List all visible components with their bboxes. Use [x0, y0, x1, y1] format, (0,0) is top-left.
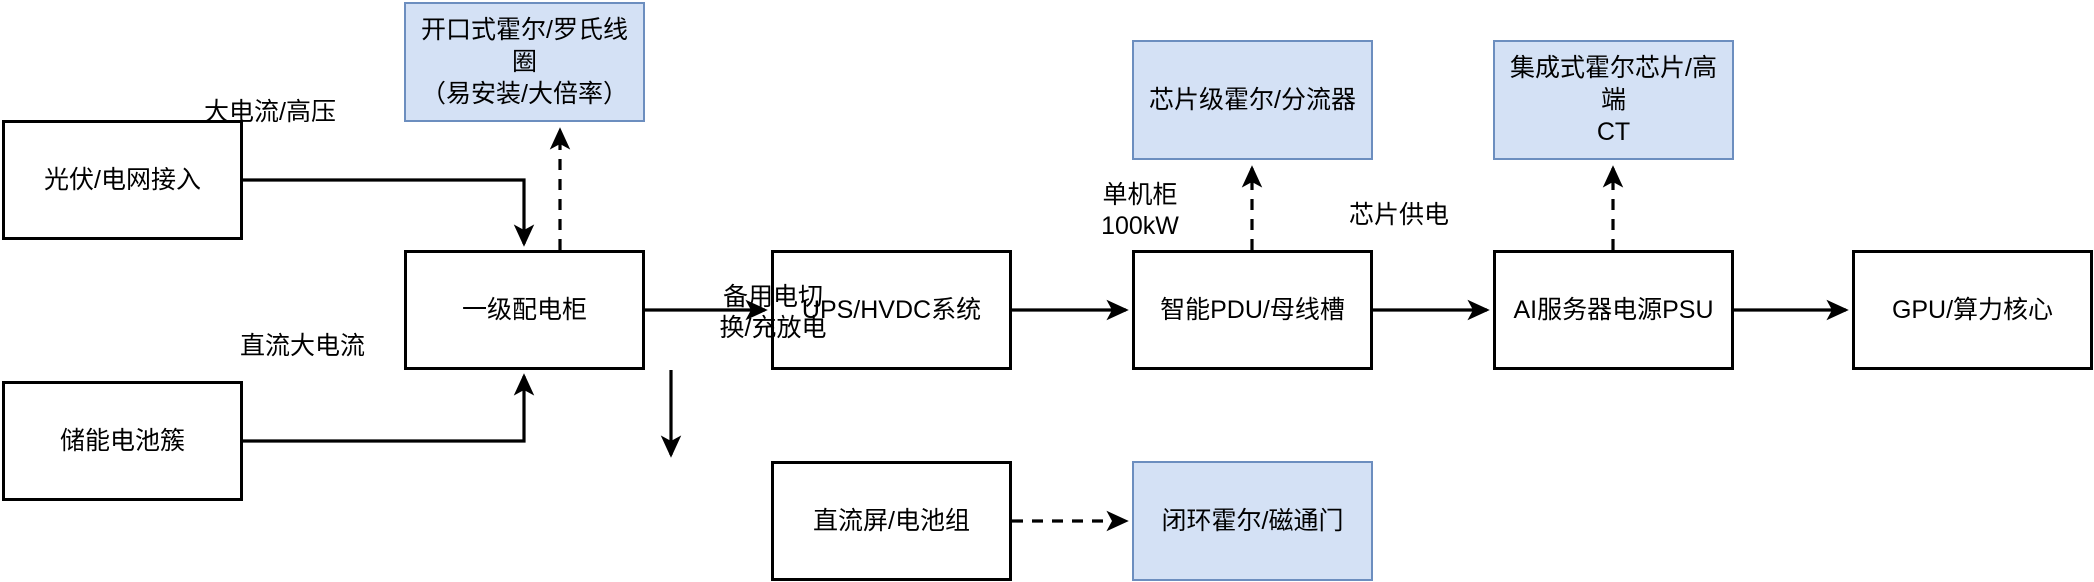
node-dc-panel-battery[interactable]: 直流屏/电池组	[771, 461, 1012, 581]
node-ups-hvdc[interactable]: UPS/HVDC系统	[771, 250, 1012, 370]
node-label: 芯片级霍尔/分流器	[1149, 86, 1356, 114]
edge-label-single-rack-100kw: 单机柜 100kW	[1101, 181, 1179, 240]
node-closed-loop-hall-fluxgate[interactable]: 闭环霍尔/磁通门	[1132, 461, 1373, 581]
node-pv-grid-input[interactable]: 光伏/电网接入	[2, 120, 243, 240]
node-label: 开口式霍尔/罗氏线圈 （易安装/大倍率）	[421, 16, 628, 108]
node-label: GPU/算力核心	[1891, 296, 2054, 324]
node-label: UPS/HVDC系统	[801, 296, 982, 324]
edge-battery-to-switchgear	[243, 373, 535, 443]
node-gpu-compute-core[interactable]: GPU/算力核心	[1852, 250, 2093, 370]
node-label: 闭环霍尔/磁通门	[1161, 507, 1344, 535]
node-battery-cluster[interactable]: 储能电池簇	[2, 381, 243, 501]
node-open-loop-hall-rogowski[interactable]: 开口式霍尔/罗氏线圈 （易安装/大倍率）	[404, 2, 645, 122]
node-label: 直流屏/电池组	[813, 507, 970, 535]
node-label: AI服务器电源PSU	[1513, 296, 1714, 324]
node-label: 一级配电柜	[461, 296, 587, 324]
node-primary-switchgear[interactable]: 一级配电柜	[404, 250, 645, 370]
node-label: 储能电池簇	[59, 427, 185, 455]
node-label: 智能PDU/母线槽	[1160, 296, 1345, 324]
edge-label-dc-high-current: 直流大电流	[240, 332, 366, 360]
edge-label-chip-power-supply: 芯片供电	[1348, 201, 1449, 229]
node-label: 光伏/电网接入	[44, 166, 201, 194]
node-chip-hall-shunt[interactable]: 芯片级霍尔/分流器	[1132, 40, 1373, 160]
node-label: 集成式霍尔芯片/高端 CT	[1510, 54, 1717, 146]
node-smart-pdu-busway[interactable]: 智能PDU/母线槽	[1132, 250, 1373, 370]
node-integrated-hall-highside-ct[interactable]: 集成式霍尔芯片/高端 CT	[1493, 40, 1734, 160]
edge-pv-to-switchgear	[243, 178, 535, 247]
edge-label-high-current-high-voltage: 大电流/高压	[204, 98, 336, 126]
node-ai-server-psu[interactable]: AI服务器电源PSU	[1493, 250, 1734, 370]
edge-label-backup-switch-charge-discharge: 备用电切 换/充放电	[719, 283, 827, 342]
